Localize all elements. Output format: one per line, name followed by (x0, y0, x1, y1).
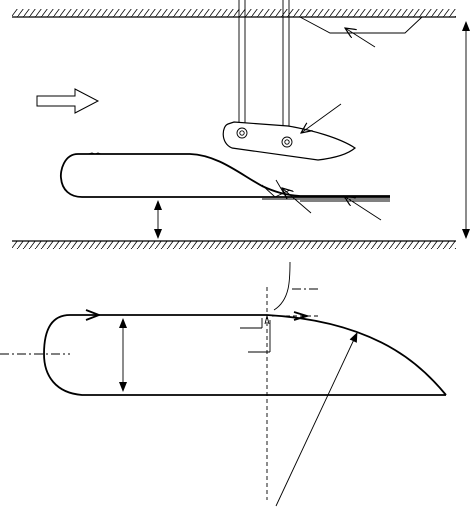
wall-recess (299, 16, 423, 34)
trailing-leader-2 (344, 196, 382, 221)
flat-plate-model (59, 152, 390, 202)
trailing-surface (266, 314, 447, 396)
upper-view (12, 0, 470, 249)
surface-leader (275, 332, 358, 507)
upper-contour (273, 261, 291, 311)
pivot-1 (236, 127, 248, 139)
pivot-2 (281, 136, 293, 148)
surface-arrow-1 (85, 309, 102, 321)
flow-arrow (36, 88, 100, 114)
hinged-flap (222, 121, 356, 161)
leading-edge-profile (43, 314, 446, 396)
support-rods (238, 0, 290, 138)
section-bracket (240, 315, 271, 353)
trailing-leader-1 (282, 188, 312, 214)
lower-view (0, 261, 447, 507)
lower-wall (12, 240, 456, 249)
recess-leader (345, 28, 376, 48)
flap-leader (301, 103, 342, 133)
upper-wall (12, 9, 456, 18)
